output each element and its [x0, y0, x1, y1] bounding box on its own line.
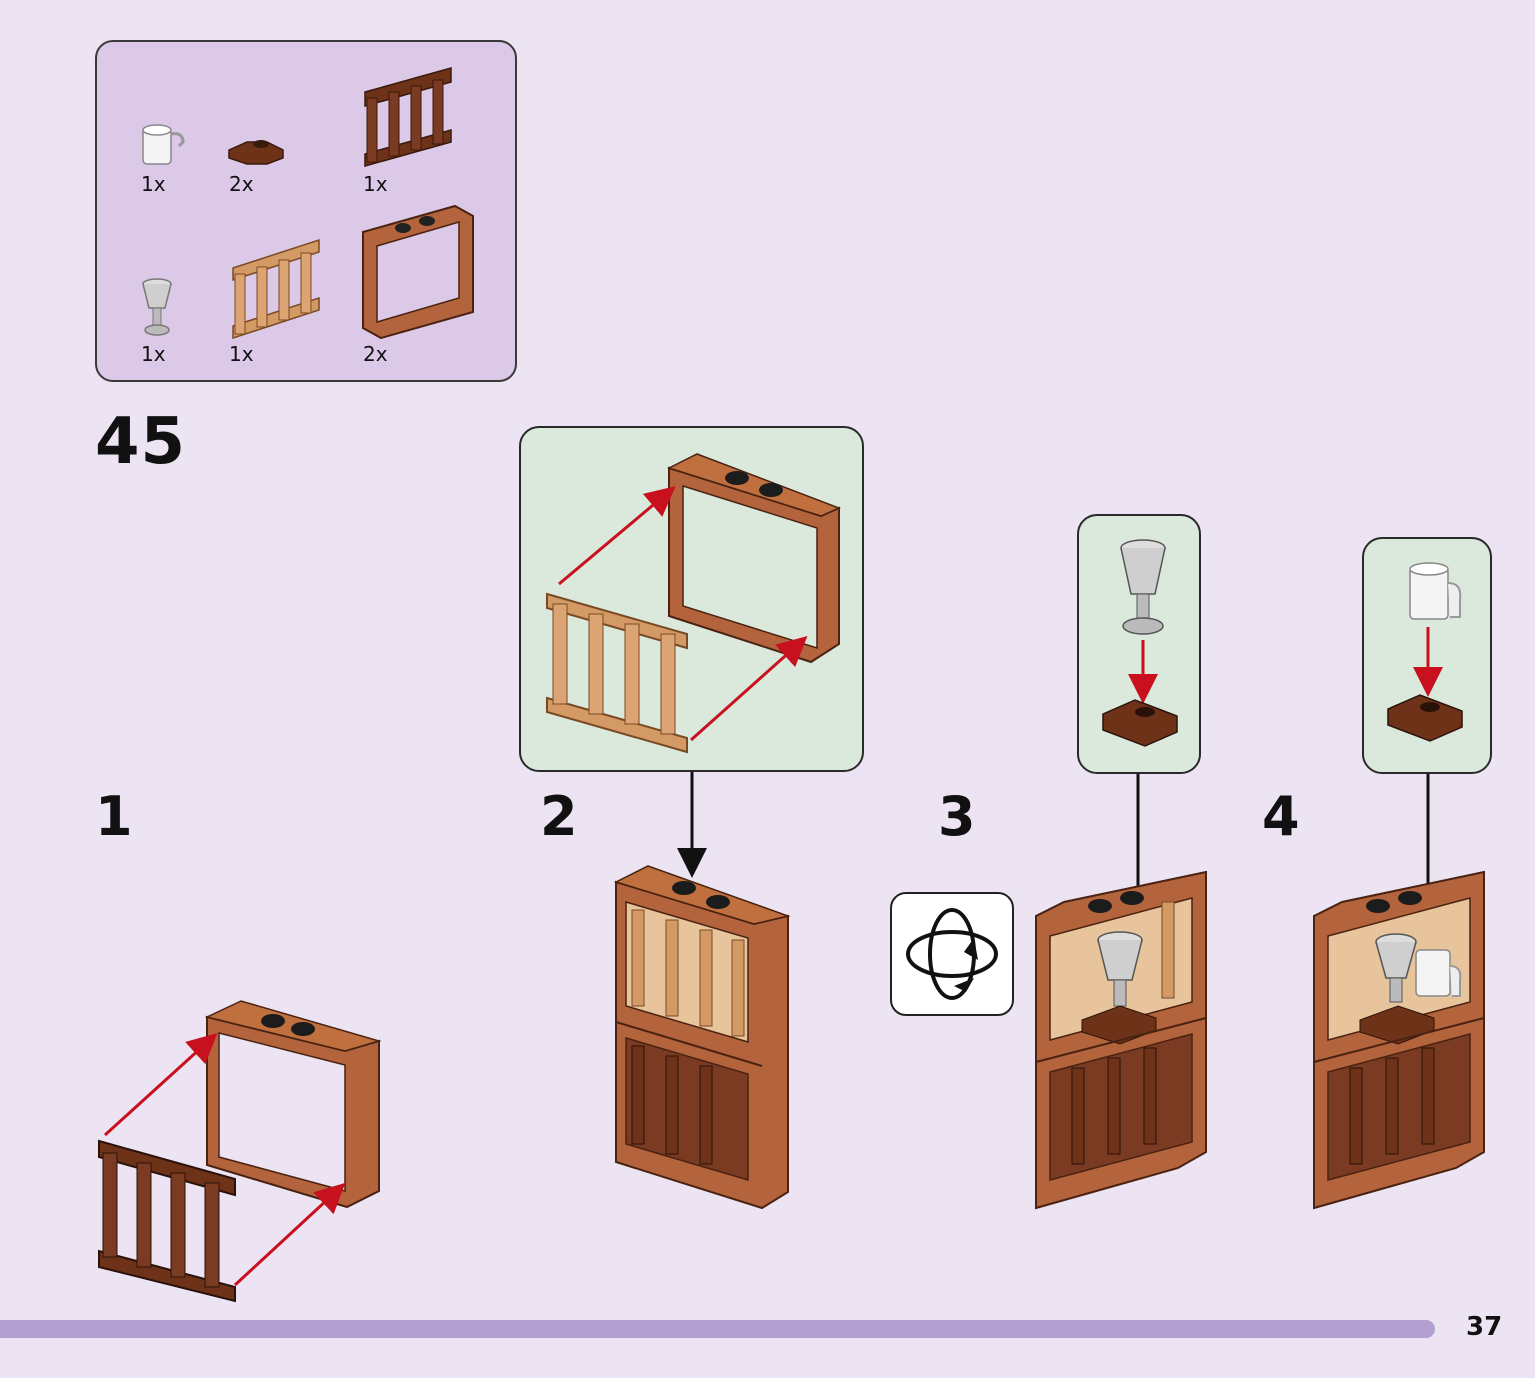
- substep-1-number: 1: [95, 785, 133, 848]
- goblet-icon: [142, 278, 172, 336]
- substep-3-callout: [1077, 514, 1201, 774]
- substep-2-number: 2: [540, 785, 578, 848]
- window-frame-icon: [362, 204, 474, 340]
- step-number: 45: [95, 405, 187, 479]
- page-number: 37: [1466, 1312, 1503, 1342]
- substep-4-callout: [1362, 537, 1492, 774]
- substep-4-illustration: [1313, 870, 1485, 1210]
- substep-3-illustration: [1035, 870, 1207, 1210]
- part-qty: 2x: [363, 342, 388, 366]
- part-qty: 2x: [229, 172, 254, 196]
- substep-2-callout: [519, 426, 864, 772]
- dark-fence-icon: [364, 67, 452, 167]
- substep-2-arrow: [677, 772, 707, 878]
- parts-list-box: 1x 2x 1x 1x 1x 2x: [95, 40, 517, 382]
- rotate-icon: [906, 908, 998, 1000]
- glass-mug-icon: [142, 124, 185, 165]
- substep-1-illustration: [98, 1000, 382, 1303]
- callout-3-illustration: [1102, 539, 1178, 747]
- callout-2-illustration: [546, 453, 841, 754]
- clip-plate-icon: [228, 140, 284, 165]
- part-qty: 1x: [229, 342, 254, 366]
- substep-2-illustration: [613, 865, 791, 1210]
- part-qty: 1x: [363, 172, 388, 196]
- part-qty: 1x: [141, 342, 166, 366]
- light-fence-icon: [232, 238, 320, 340]
- callout-4-illustration: [1387, 562, 1463, 742]
- rotate-model-button: [890, 892, 1014, 1016]
- footer-progress-bar: [0, 1320, 1435, 1338]
- substep-3-number: 3: [938, 785, 976, 848]
- part-qty: 1x: [141, 172, 166, 196]
- substep-4-number: 4: [1262, 785, 1300, 848]
